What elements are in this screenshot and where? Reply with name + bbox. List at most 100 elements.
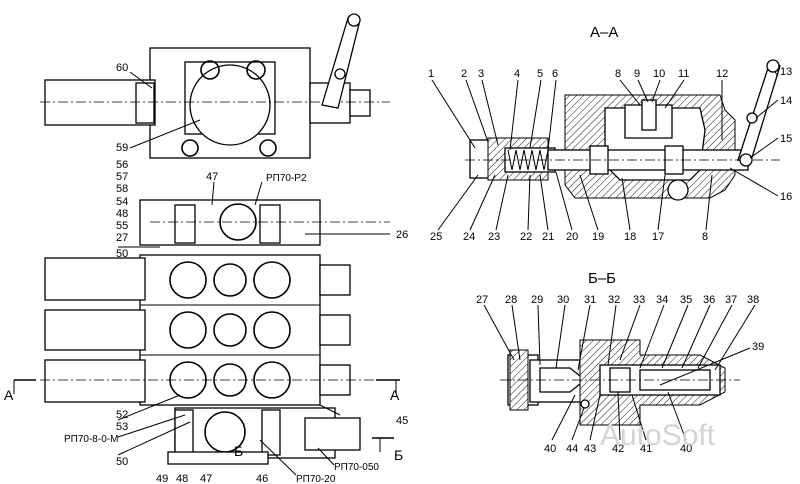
bb-callout-29: 29	[531, 294, 543, 306]
watermark: AutoSoft	[600, 419, 716, 452]
bb-callout-30: 30	[557, 294, 569, 306]
callout-55: 55	[116, 220, 128, 232]
top-nut-left	[135, 82, 155, 124]
aa-callout-17: 17	[652, 231, 664, 243]
aa-callout-24: 24	[463, 231, 475, 243]
port-2b	[253, 311, 291, 349]
label-rp70-050: РП70-050	[334, 462, 379, 473]
lower-valve	[304, 417, 361, 451]
bb-callout-35: 35	[680, 294, 692, 306]
callout-46: 46	[256, 473, 268, 484]
cylinder-3	[44, 359, 146, 403]
callout-53: 53	[116, 421, 128, 433]
bb-callout-33: 33	[633, 294, 645, 306]
bb-callout-27: 27	[476, 294, 488, 306]
bb-callout-41: 41	[640, 443, 652, 455]
port-1a	[169, 261, 207, 299]
top-view	[40, 13, 390, 159]
port-3b	[253, 361, 291, 399]
top-lever-knob	[347, 13, 361, 27]
bb-callout-39: 39	[752, 341, 764, 353]
aa-callout-9: 9	[634, 68, 640, 80]
bb-callout-31: 31	[584, 294, 596, 306]
upper-port	[219, 203, 257, 241]
callout-54: 54	[116, 196, 128, 208]
label-rp70-20: РП70-20	[296, 474, 336, 484]
aa-callout-12: 12	[716, 68, 728, 80]
callout-45: 45	[396, 415, 408, 427]
aa-callout-20: 20	[566, 231, 578, 243]
callout-50b: 50	[116, 456, 128, 468]
aa-callout-25: 25	[430, 231, 442, 243]
cut-a-left-label: А	[4, 387, 14, 403]
cut-b-small-label: Б	[234, 443, 243, 459]
bb-callout-40b: 40	[680, 443, 692, 455]
aa-callout-18: 18	[624, 231, 636, 243]
cut-markers: А А Б Б	[4, 379, 403, 463]
aa-callout-15: 15	[780, 133, 792, 145]
cylinder-1	[44, 257, 146, 301]
aa-spring	[507, 149, 549, 171]
aa-callout-23: 23	[488, 231, 500, 243]
bb-callout-32: 32	[608, 294, 620, 306]
port-1b	[253, 261, 291, 299]
callout-52: 52	[116, 409, 128, 421]
callout-56: 56	[116, 159, 128, 171]
bb-callout-37: 37	[725, 294, 737, 306]
aa-callout-3: 3	[478, 68, 484, 80]
bb-callout-40: 40	[544, 443, 556, 455]
aa-lever-knob	[766, 59, 780, 73]
aa-callout-22: 22	[520, 231, 532, 243]
lever-head-2	[319, 314, 351, 346]
section-aa-title: А–А	[590, 24, 618, 41]
cut-a-right-label: А	[390, 387, 400, 403]
aa-lever	[737, 61, 781, 165]
aa-callout-13: 13	[780, 66, 792, 78]
cut-b-label: Б	[394, 447, 403, 463]
callout-58: 58	[116, 183, 128, 195]
top-bolt-1	[200, 60, 220, 80]
sections-body	[139, 254, 321, 406]
aa-callout-1: 1	[428, 68, 434, 80]
top-right-cap	[349, 89, 371, 117]
section-aa: А–А	[428, 24, 792, 243]
aa-check-valve	[641, 99, 657, 131]
section-bb-title: Б–Б	[588, 270, 616, 287]
callout-57: 57	[116, 171, 128, 183]
aa-callout-2: 2	[461, 68, 467, 80]
callout-47b: 47	[200, 473, 212, 484]
callout-60: 60	[116, 62, 128, 74]
bb-callout-42: 42	[612, 443, 624, 455]
aa-callout-5: 5	[537, 68, 543, 80]
top-lever-pin	[334, 68, 346, 80]
upper-bolt-left	[174, 204, 196, 244]
aa-lever-pin	[746, 112, 758, 124]
label-rp70-p2: РП70-Р2	[266, 173, 307, 184]
aa-callout-8b: 8	[702, 231, 708, 243]
lower-bolt-left	[174, 409, 194, 456]
aa-callout-19: 19	[592, 231, 604, 243]
front-view	[40, 199, 395, 465]
callout-26: 26	[396, 229, 408, 241]
plug-1	[213, 263, 247, 297]
cylinder-2	[44, 309, 146, 351]
bb-callout-43: 43	[584, 443, 596, 455]
aa-lower-port	[667, 179, 689, 201]
bb-callout-34: 34	[656, 294, 668, 306]
lower-foot	[167, 451, 269, 465]
aa-callout-4: 4	[514, 68, 520, 80]
left-callouts: 60 59 56 57 58 54 48 55 27 50 47 26 52 5…	[64, 62, 408, 484]
aa-callout-6: 6	[552, 68, 558, 80]
callout-47: 47	[206, 171, 218, 183]
bb-callout-28: 28	[505, 294, 517, 306]
callout-59: 59	[116, 142, 128, 154]
top-bolt-2	[246, 60, 266, 80]
callout-27: 27	[116, 232, 128, 244]
aa-lever-pivot	[739, 153, 753, 167]
port-2a	[169, 311, 207, 349]
aa-callout-21: 21	[542, 231, 554, 243]
callout-48b: 48	[176, 473, 188, 484]
aa-callout-16: 16	[780, 191, 792, 203]
